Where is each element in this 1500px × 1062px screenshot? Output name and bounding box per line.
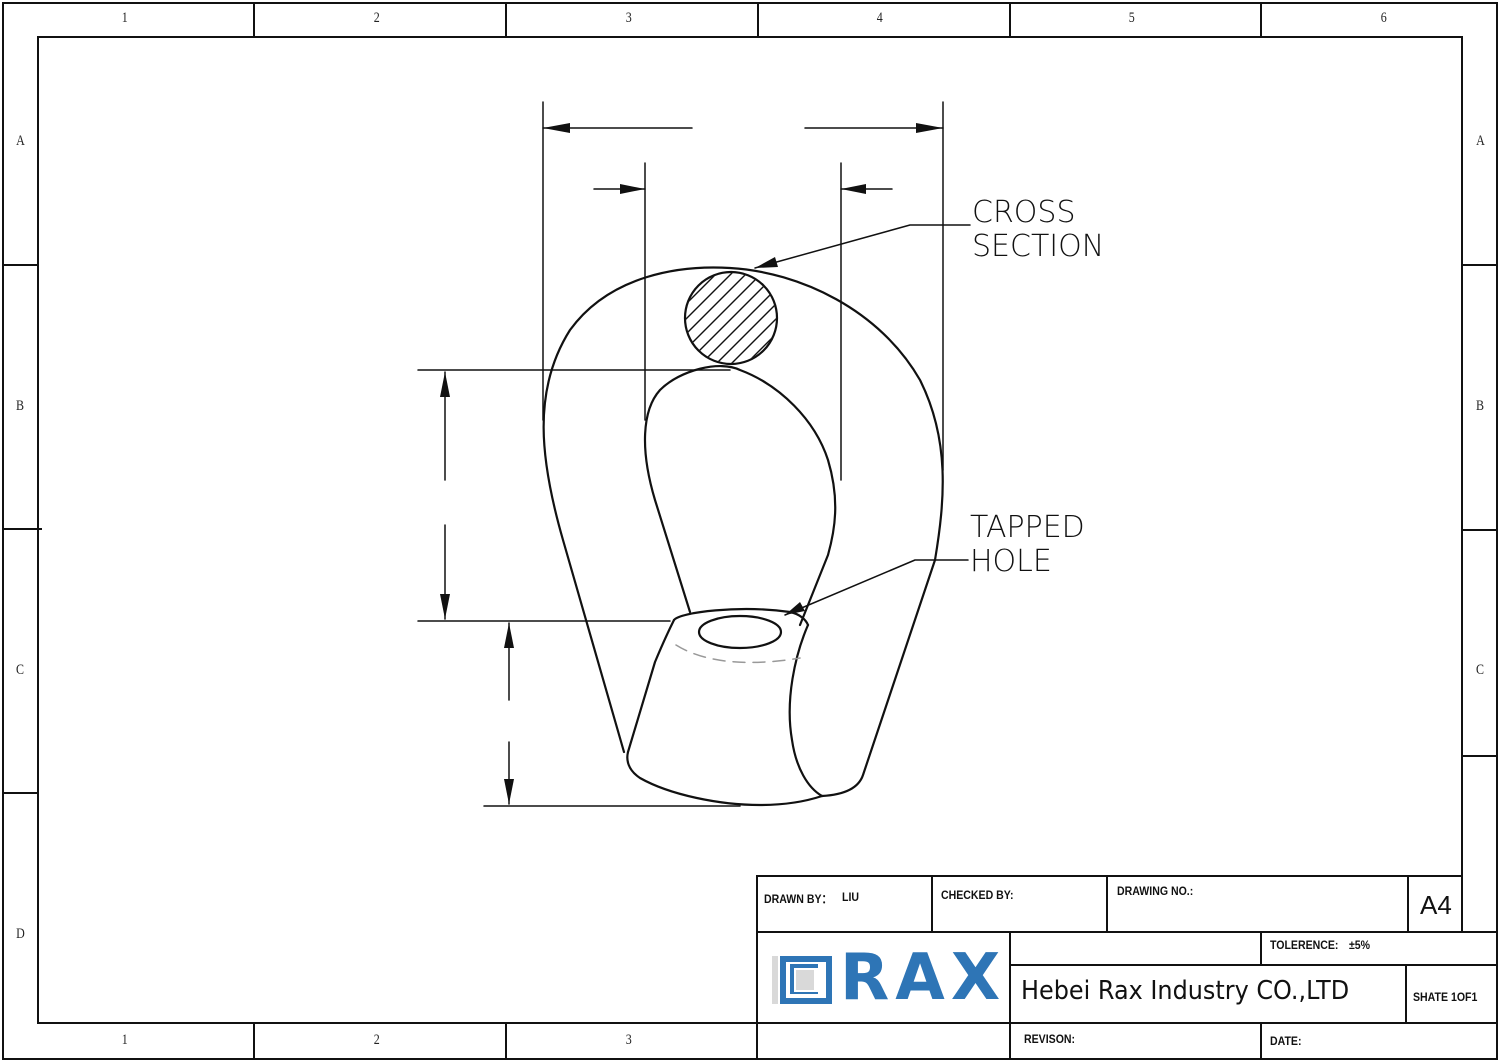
column-label-1: 1 [121, 10, 128, 26]
row-label-c-left: C [16, 662, 25, 678]
revision-label: REVISON: [1024, 1032, 1076, 1046]
cross-section-label-line1: CROSS [972, 195, 1076, 230]
row-label-b-left: B [16, 398, 25, 414]
eye-nut-drawing [417, 101, 971, 807]
bottom-column-label-1: 1 [121, 1032, 128, 1048]
checked-by-label: CHECKED BY: [941, 888, 1014, 902]
company-name: Hebei Rax Industry CO.,LTD [1021, 976, 1350, 1006]
dimension-arrows [440, 123, 943, 804]
drawing-number-label: DRAWING NO.: [1117, 884, 1194, 898]
row-label-c-right: C [1476, 662, 1485, 678]
date-label: DATE: [1270, 1034, 1302, 1048]
column-label-6: 6 [1380, 10, 1387, 26]
row-label-a-right: A [1476, 133, 1485, 149]
bottom-column-label-2: 2 [373, 1032, 380, 1048]
logo-text: RAX [840, 941, 1007, 1015]
row-label-b-right: B [1476, 398, 1485, 414]
cross-section-label-line2: SECTION [972, 229, 1105, 264]
cross-section-callout: CROSS SECTION [972, 196, 1104, 264]
column-label-4: 4 [876, 10, 883, 26]
drawn-by-value: LIU [842, 890, 860, 904]
row-label-d-left: D [16, 926, 25, 942]
tolerance-label: TOLERENCE: [1270, 938, 1339, 952]
bottom-column-label-3: 3 [625, 1032, 632, 1048]
tolerance-value: ±5% [1349, 938, 1371, 952]
logo-mark-icon [772, 956, 832, 1004]
company-logo: RAX [772, 946, 1002, 1010]
column-label-3: 3 [625, 10, 632, 26]
column-label-5: 5 [1128, 10, 1135, 26]
drawn-by-label: DRAWN BY： [764, 892, 833, 906]
tapped-hole-callout: TAPPED HOLE [970, 511, 1085, 579]
sheet-number: SHATE 1OF1 [1413, 990, 1478, 1004]
row-label-a-left: A [16, 133, 25, 149]
sheet-size: A4 [1420, 890, 1452, 920]
tapped-hole-label-line1: TAPPED [970, 510, 1085, 545]
column-label-2: 2 [373, 10, 380, 26]
tapped-hole-label-line2: HOLE [970, 544, 1052, 579]
